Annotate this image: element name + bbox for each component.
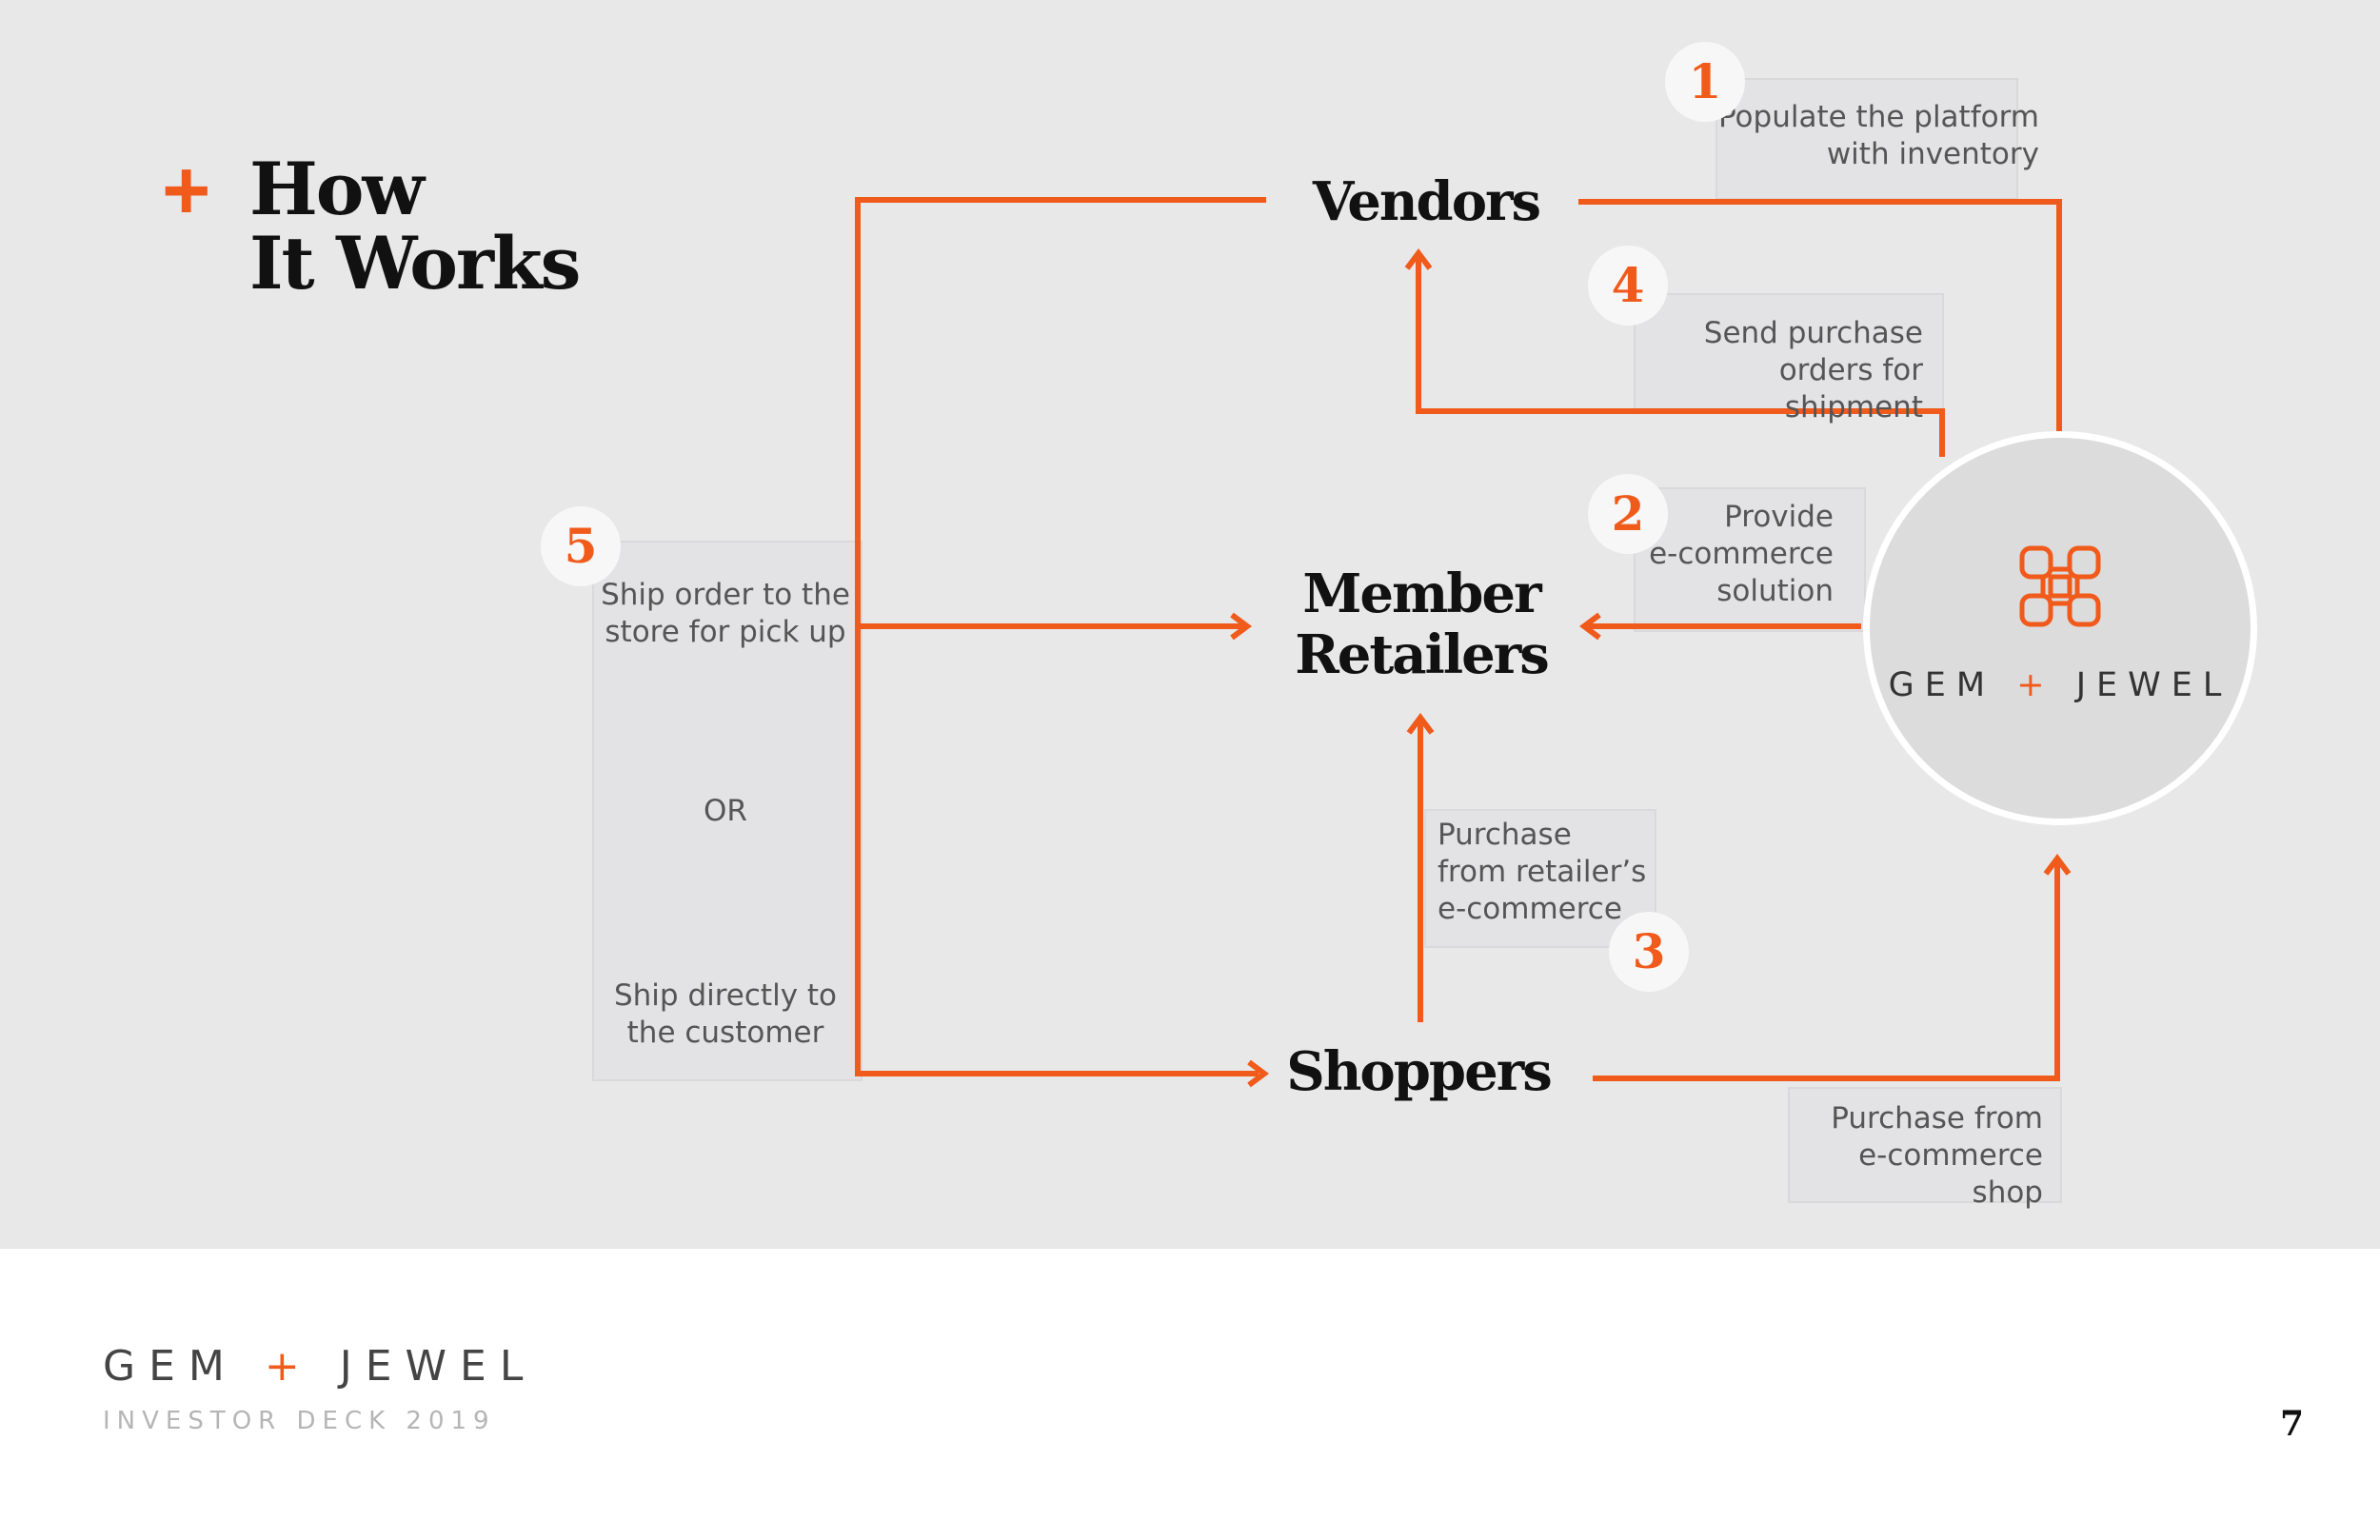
shop-purchase-label: Purchase from e-commerce shop bbox=[1831, 1101, 2043, 1210]
shop-purchase-box bbox=[1788, 1087, 2062, 1203]
arrow-left-retailers bbox=[1579, 612, 1601, 641]
step-5-box bbox=[592, 541, 863, 1081]
step-4-label: Send purchase orders for shipment bbox=[1703, 316, 1923, 424]
step-1-box bbox=[1716, 78, 2018, 200]
vendors-to-shipping-line bbox=[855, 197, 1266, 1076]
footer-subtitle: INVESTOR DECK 2019 bbox=[103, 1407, 496, 1435]
step-3-label: Purchase from retailer’s e-commerce bbox=[1438, 818, 1647, 926]
step-4-badge: 4 bbox=[1588, 246, 1668, 326]
arrow-up-vendors bbox=[1404, 248, 1433, 270]
arrow-up-hub bbox=[2043, 854, 2072, 876]
step-2-label: Provide e-commerce solution bbox=[1649, 500, 1834, 608]
step-1-badge: 1 bbox=[1665, 42, 1745, 122]
gem-jewel-knot-icon bbox=[2019, 545, 2101, 627]
page-number: 7 bbox=[2279, 1404, 2304, 1444]
step-5-label-pickup: Ship order to the store for pick up bbox=[601, 578, 850, 649]
step-5-label-direct: Ship directly to the customer bbox=[613, 978, 838, 1050]
arrow-up-retailers bbox=[1406, 713, 1435, 735]
node-vendors: Vendors bbox=[1312, 170, 1541, 233]
flow-arrows bbox=[855, 197, 2072, 1088]
step-3-badge: 3 bbox=[1609, 912, 1689, 992]
arrow-right-shoppers bbox=[1247, 1059, 1269, 1088]
step-2-box bbox=[1634, 487, 1866, 632]
plus-icon: + bbox=[162, 143, 211, 237]
vendors-to-hub-line bbox=[1578, 199, 2062, 431]
gem-jewel-hub: GEM + JEWEL bbox=[1863, 431, 2257, 825]
hub-to-vendors-line bbox=[1416, 257, 1945, 457]
step-1-label: Populate the platform with inventory bbox=[1717, 100, 2039, 171]
node-member-retailers: Member Retailers bbox=[1295, 563, 1550, 686]
node-shoppers: Shoppers bbox=[1286, 1040, 1552, 1103]
step-5-badge: 5 bbox=[541, 506, 621, 586]
page-title: How It Works bbox=[249, 147, 581, 306]
step-5-label-or: OR bbox=[704, 794, 747, 828]
footer-brand: GEM + JEWEL bbox=[103, 1342, 537, 1391]
step-2-badge: 2 bbox=[1588, 474, 1668, 554]
arrow-right-retailers bbox=[1230, 612, 1252, 641]
footer bbox=[0, 1249, 2380, 1540]
shoppers-to-hub-line bbox=[1593, 861, 2060, 1081]
hub-brand-text: GEM + JEWEL bbox=[1888, 666, 2232, 704]
